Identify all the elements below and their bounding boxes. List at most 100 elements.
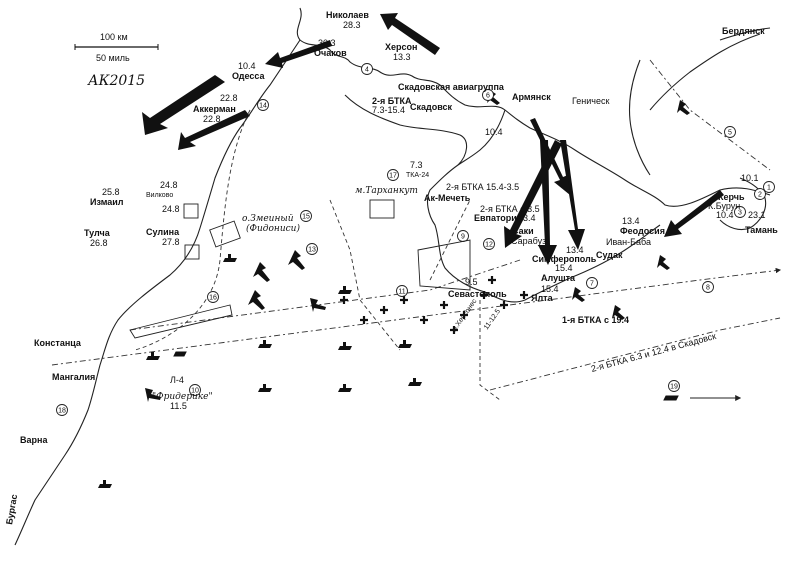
label-btka1: 1-я БТКА с 19.4: [562, 315, 629, 325]
label-akkerman-date2: 22.8: [220, 93, 238, 103]
marker-circle-4: [361, 63, 373, 75]
label-tka: ТКА-24: [406, 172, 429, 179]
marker-number-5: 5: [728, 130, 732, 137]
label-nikolaev: Николаев: [326, 10, 369, 20]
ship-icon: [338, 342, 352, 350]
routes: [51, 59, 782, 401]
marker-circle-19: [668, 380, 680, 392]
marker-circle-18: [56, 404, 68, 416]
label-btka2-ak: 2-я БТКА 15.4-3.5: [446, 182, 519, 192]
aircraft-icon: [253, 262, 270, 282]
label-evpatoria: Евпатория: [474, 213, 522, 223]
label-nikolaev-date: 28.3: [343, 20, 361, 30]
ship-icon: [408, 378, 422, 386]
marker-circle-6: [482, 89, 494, 101]
label-ochakov-date: 30.3: [318, 38, 336, 48]
arrow-west: [142, 75, 225, 135]
ship-markers: [98, 254, 679, 488]
scale-km-label: 100 км: [100, 32, 128, 42]
label-l4: Л-4: [170, 375, 184, 385]
ship-icon: [98, 480, 112, 488]
label-sulina-date2: 24.8: [162, 204, 180, 214]
arrow-south-3: [560, 140, 585, 250]
label-kerch: Керчь: [718, 192, 745, 202]
label-khersones: м.Херсонес: [451, 298, 479, 334]
marker-circle-13: [306, 243, 318, 255]
ship-icon: [258, 384, 272, 392]
marker-number-16: 16: [209, 295, 217, 302]
label-akmechet: Ак-Мечеть: [424, 193, 471, 203]
label-feodosia: Феодосия: [620, 226, 665, 236]
label-taman: Тамань: [745, 225, 778, 235]
marker-number-8: 8: [706, 285, 710, 292]
label-friderike: "Фридерике": [152, 392, 213, 402]
marker-circle-16: [207, 291, 219, 303]
marker-number-13: 13: [308, 247, 316, 254]
label-btka2-evp: 2-я БТКА с 3.5: [480, 204, 540, 214]
label-feodosia-date: 13.4: [622, 216, 640, 226]
label-burgas: Бургас: [4, 494, 19, 526]
label-tulcha-date: 26.8: [90, 238, 108, 248]
marker-circle-1: [763, 181, 775, 193]
ship-icon: [338, 384, 352, 392]
marker-circle-12: [483, 238, 495, 250]
label-sudak: Судак: [596, 250, 623, 260]
scale-bar: 100 км 50 миль: [74, 32, 159, 63]
aircraft-icon: [288, 250, 305, 270]
marker-number-10: 10: [191, 388, 199, 395]
label-izmail-date: 25.8: [102, 187, 120, 197]
label-btka2-skadovsk-dates: 7.3-15.4: [372, 105, 405, 115]
label-vilkovo-date: 24.8: [160, 180, 178, 190]
aircraft-icon: [145, 388, 161, 402]
marker-number-17: 17: [389, 173, 397, 180]
label-akkerman: Аккерман: [193, 104, 236, 114]
loss-markers: [340, 276, 528, 334]
label-vilkovo: Вилково: [146, 192, 173, 199]
marker-circle-11: [396, 285, 408, 297]
ship-icon: [258, 340, 272, 348]
label-armyansk-date: 10.4: [485, 127, 503, 137]
label-ivanbaba: Иван-Баба: [606, 237, 651, 247]
label-tka-date: 7.3: [410, 160, 423, 170]
label-friderike-date: 11.5: [170, 401, 187, 411]
marker-number-18: 18: [58, 408, 66, 415]
aircraft-icon: [677, 100, 690, 115]
label-skadovsk-group: Скадовская авиагруппа: [398, 82, 505, 92]
scale-miles-label: 50 миль: [96, 53, 130, 63]
marker-number-3: 3: [738, 210, 742, 217]
ship-icon: [663, 395, 679, 401]
label-kburun: К.Бурун: [708, 201, 740, 211]
label-skadovsk: Скадовск: [410, 102, 453, 112]
marker-number-2: 2: [758, 192, 762, 199]
ship-icon: [223, 254, 237, 262]
ship-icon: [173, 351, 187, 357]
aircraft-icon: [657, 255, 670, 270]
author-signature: АК2015: [87, 73, 145, 89]
marker-number-12: 12: [485, 242, 493, 249]
area-boxes: [129, 199, 471, 339]
label-sulina: Сулина: [146, 227, 180, 237]
aircraft-icon: [248, 290, 265, 310]
label-evpatoria-date: 13.4: [518, 213, 536, 223]
marker-number-6: 6: [486, 93, 490, 100]
marker-circle-5: [724, 126, 736, 138]
marker-number-19: 19: [670, 384, 678, 391]
label-sevastopol: Севастополь: [448, 289, 507, 299]
marker-circle-7: [586, 277, 598, 289]
label-alushta-date: 15.4: [555, 263, 573, 273]
label-yalta-date: 15.4: [541, 284, 559, 294]
label-khersones-date: 11-12.5: [483, 308, 502, 331]
marker-circle-3: [734, 206, 746, 218]
marker-circle-17: [387, 169, 399, 181]
label-kerch-date2: 10.1: [741, 173, 759, 183]
label-saki: Саки: [512, 226, 534, 236]
label-alushta: Алушта: [541, 273, 576, 283]
arrow-south-2: [504, 140, 562, 248]
label-fidonisi: (Фидониси): [246, 223, 300, 234]
marker-number-7: 7: [590, 281, 594, 288]
arrow-southeast: [530, 118, 570, 195]
label-btka2-route: 2-я БТКА 6.3 и 12.4 в Скадовск: [590, 331, 717, 374]
marker-number-11: 11: [398, 289, 405, 296]
